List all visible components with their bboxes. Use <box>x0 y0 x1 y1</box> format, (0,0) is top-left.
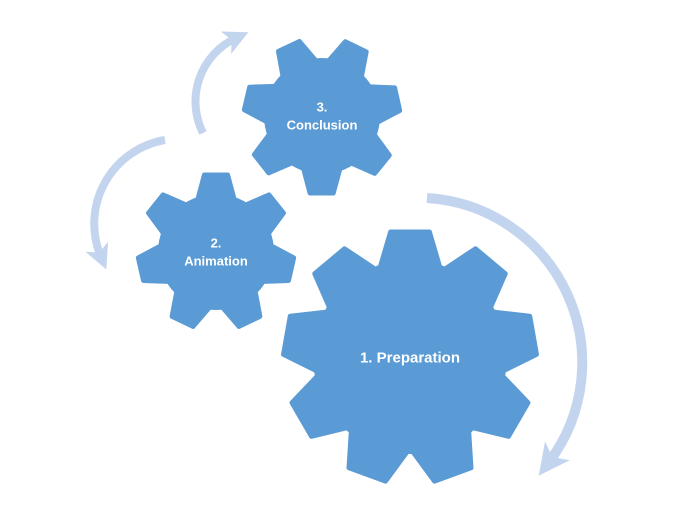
gear-body <box>264 58 380 174</box>
gear-body <box>158 194 274 310</box>
gear-label-line: Conclusion <box>287 118 358 133</box>
gears: 1. Preparation 2. Animation 3. Conclusion <box>135 38 539 484</box>
gear-animation: 2. Animation <box>135 172 297 329</box>
flow-arrows <box>85 31 588 476</box>
gear-label-line: 3. <box>317 99 328 114</box>
curved-arrow-right <box>426 193 588 476</box>
gear-body <box>313 260 507 454</box>
gear-label-line: Animation <box>184 254 248 269</box>
curved-arrow-left <box>85 136 166 270</box>
gear-conclusion: 3. Conclusion <box>241 38 403 196</box>
gear-label-line: 1. Preparation <box>360 349 460 366</box>
curved-arrow-top <box>191 31 249 135</box>
gear-label-line: 2. <box>211 235 222 250</box>
gear-preparation: 1. Preparation <box>281 229 539 484</box>
